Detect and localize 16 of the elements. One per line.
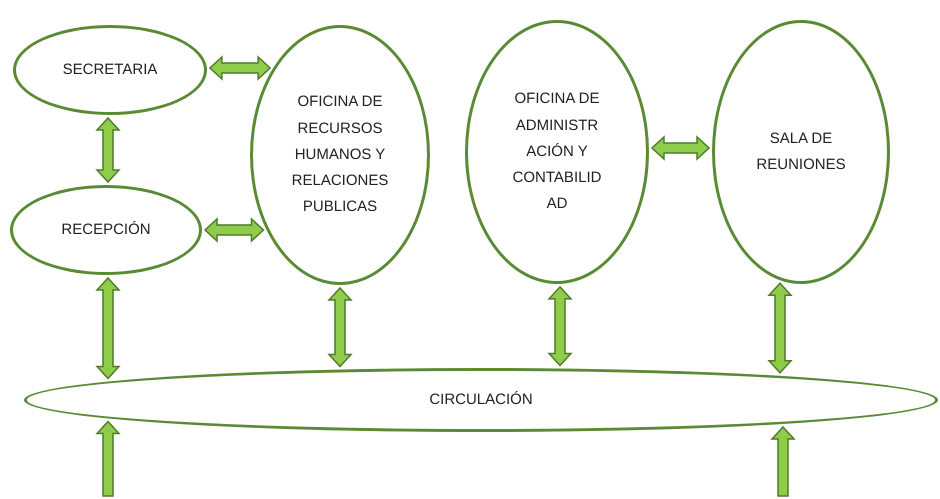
double-arrow	[208, 55, 272, 81]
node-label: SALA DE REUNIONES	[755, 128, 847, 175]
node-label: RECEPCIÓN	[60, 220, 152, 240]
double-arrow	[547, 286, 573, 367]
double-arrow	[95, 420, 121, 497]
double-arrow	[95, 276, 121, 380]
double-arrow	[650, 135, 710, 161]
double-arrow	[770, 426, 796, 497]
double-arrow	[204, 217, 265, 243]
node-label: OFICINA DE ADMINISTR ACIÓN Y CONTABILID AD	[512, 89, 602, 214]
node-label: CIRCULACIÓN	[428, 390, 534, 410]
node-label: SECRETARIA	[62, 60, 158, 80]
double-arrow	[327, 286, 353, 368]
node-label: OFICINA DE RECURSOS HUMANOS Y RELACIONES PUBLICAS	[290, 92, 390, 218]
double-arrow	[95, 116, 121, 184]
double-arrow	[767, 282, 793, 374]
